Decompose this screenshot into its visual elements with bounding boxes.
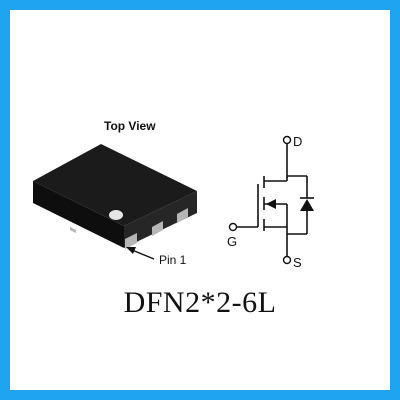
- package-side-left: [33, 181, 124, 248]
- pad-2: [152, 221, 163, 236]
- package-name: DFN2*2-6L: [123, 286, 277, 319]
- drain-label: D: [293, 134, 303, 149]
- package-top-face: [33, 144, 197, 226]
- pad-1: [125, 233, 137, 249]
- gate-label: G: [227, 234, 238, 249]
- gate-terminal: [228, 222, 238, 232]
- pin1-arrow-head: [126, 247, 136, 254]
- pin1-arrow-line: [131, 249, 155, 260]
- pin1-label: Pin 1: [159, 253, 187, 267]
- pin1-marker-dot: [109, 210, 123, 220]
- source-label: S: [293, 255, 302, 270]
- drain-terminal: [282, 135, 292, 145]
- body-diode-icon: [300, 199, 314, 211]
- package-side-right: [124, 191, 197, 248]
- source-terminal: [282, 255, 292, 265]
- body-arrow-icon: [266, 199, 276, 209]
- top-view-label: Top View: [104, 119, 156, 133]
- pad-3: [177, 208, 188, 223]
- pad-left: [70, 227, 76, 233]
